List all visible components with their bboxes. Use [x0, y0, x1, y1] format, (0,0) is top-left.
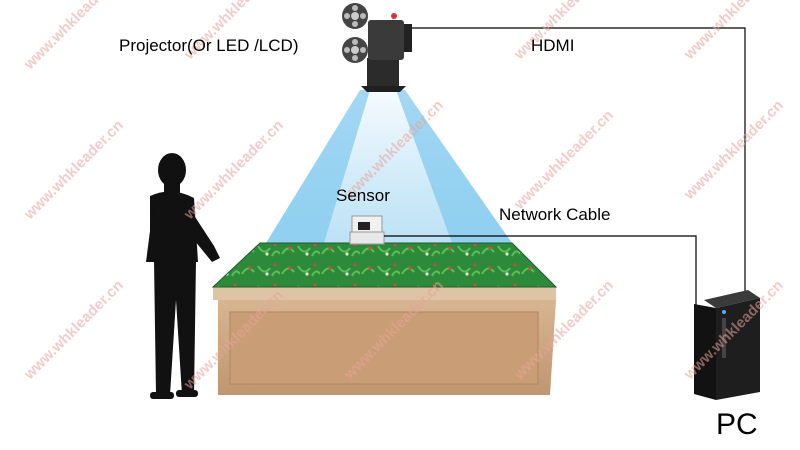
- hdmi-label: HDMI: [531, 36, 575, 55]
- sensor-label: Sensor: [336, 186, 390, 205]
- watermark-text: www.whkleader.cn: [180, 117, 287, 224]
- person-silhouette: [146, 153, 220, 399]
- watermark-text: www.whkleader.cn: [680, 97, 787, 204]
- sensor-icon: [349, 215, 385, 245]
- watermark-text: www.whkleader.cn: [20, 277, 127, 384]
- network-cable: [384, 235, 697, 305]
- projector-icon: [342, 3, 412, 92]
- pc-label: PC: [716, 408, 758, 441]
- interactive-table: [211, 242, 558, 395]
- watermark-text: www.whkleader.cn: [680, 0, 787, 64]
- watermark-text: www.whkleader.cn: [510, 107, 617, 214]
- projector-label: Projector(Or LED /LCD): [119, 36, 299, 55]
- watermark-text: www.whkleader.cn: [20, 0, 127, 74]
- network-cable-label: Network Cable: [499, 205, 611, 224]
- projection-beam: [266, 90, 512, 243]
- hdmi-cable: [412, 27, 746, 300]
- pc-tower-icon: [694, 290, 760, 400]
- watermark-text: www.whkleader.cn: [20, 117, 127, 224]
